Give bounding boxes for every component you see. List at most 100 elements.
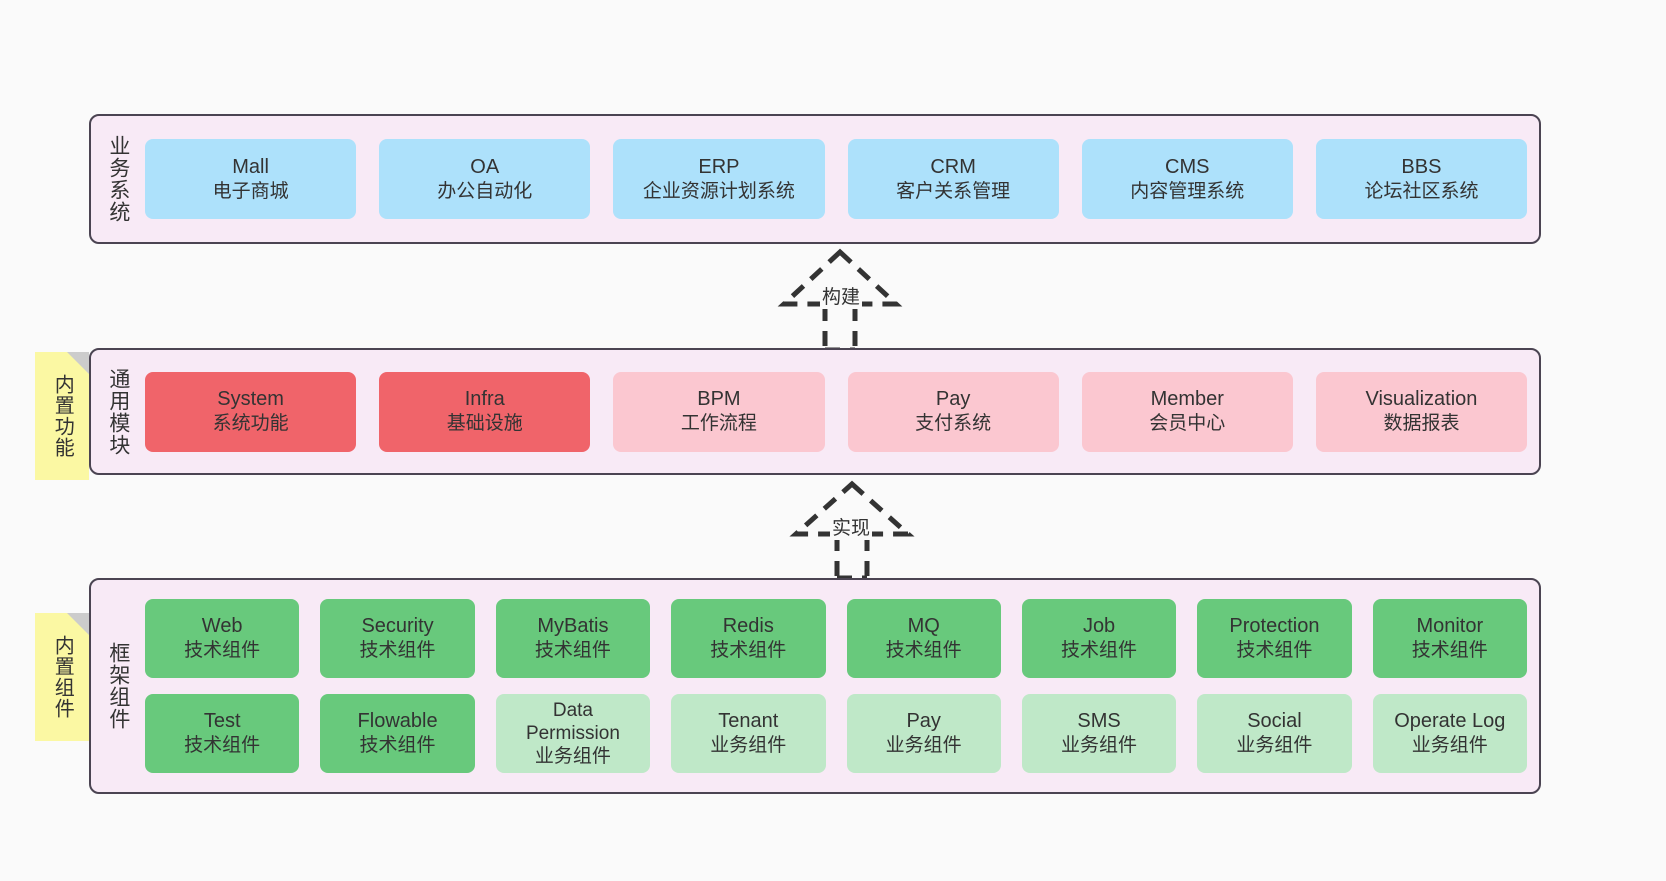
framework-component-card-desc: 技术组件 [1061, 640, 1138, 662]
note-built-in-features: 内置功能 [35, 352, 89, 480]
business-system-card-name: CMS [1165, 155, 1210, 178]
framework-component-card-desc: 技术组件 [1236, 640, 1313, 662]
framework-component-card-desc: 技术组件 [184, 640, 261, 662]
connector-implement-label: 实现 [830, 513, 873, 540]
connector-build: 构建 [760, 244, 920, 354]
framework-component-card-desc: 技术组件 [359, 640, 436, 662]
business-system-card-name: Mall [232, 155, 269, 178]
framework-component-card-desc: 业务组件 [1411, 735, 1488, 757]
business-system-card-desc: 企业资源计划系统 [642, 180, 795, 202]
framework-component-card-name: Job [1082, 615, 1116, 638]
note-fold-corner-icon [67, 352, 89, 374]
framework-component-card-name: Redis [722, 615, 774, 638]
common-module-card-name: Infra [464, 388, 505, 411]
dashed-stem-icon [822, 306, 858, 353]
framework-component-card-desc: 业务组件 [534, 746, 611, 768]
note-fold-corner-icon [67, 613, 89, 635]
layer-framework-components-title: 框架组件 [106, 642, 130, 730]
business-system-card-name: OA [470, 155, 500, 178]
framework-component-card-name: Operate Log [1394, 710, 1506, 733]
business-system-card-name: ERP [698, 155, 740, 178]
common-module-card-name: System [217, 388, 284, 411]
common-module-card-desc: 支付系统 [915, 413, 992, 435]
common-module-card-desc: 基础设施 [446, 413, 523, 435]
framework-component-card-name: MQ [907, 615, 940, 638]
business-system-card-desc: 内容管理系统 [1130, 180, 1245, 202]
common-module-card-name: BPM [697, 388, 741, 411]
business-system-card-desc: 客户关系管理 [896, 180, 1011, 202]
framework-component-card-name: Tenant [718, 710, 779, 733]
framework-component-card-desc: 技术组件 [184, 735, 261, 757]
framework-component-card-desc: 技术组件 [359, 735, 436, 757]
framework-component-card-name: Security [361, 615, 434, 638]
framework-component-card-name: Monitor [1416, 615, 1484, 638]
framework-component-card-desc: 技术组件 [710, 640, 787, 662]
note-built-in-components-label: 内置组件 [51, 635, 74, 719]
framework-component-card-name-cont: Permission [525, 722, 620, 744]
common-module-card-name: Pay [935, 388, 971, 411]
common-module-card-name: Visualization [1365, 388, 1478, 411]
connector-implement: 实现 [772, 478, 932, 582]
common-module-card-desc: 数据报表 [1383, 413, 1460, 435]
framework-component-card-desc: 业务组件 [710, 735, 787, 757]
framework-component-card-name: Data [552, 699, 593, 721]
connector-build-label: 构建 [820, 282, 863, 309]
common-module-card-name: Member [1150, 388, 1224, 411]
business-system-card-name: CRM [930, 155, 976, 178]
common-module-card-desc: 会员中心 [1149, 413, 1226, 435]
framework-component-card-name: Protection [1229, 615, 1320, 638]
framework-component-card-desc: 技术组件 [534, 640, 611, 662]
layer-common-modules-title: 通用模块 [106, 367, 130, 456]
business-system-card-desc: 论坛社区系统 [1364, 180, 1479, 202]
framework-component-card-name: Flowable [357, 710, 438, 733]
common-module-card-desc: 工作流程 [680, 413, 757, 435]
framework-component-card-name: MyBatis [537, 615, 609, 638]
framework-component-card-name: Web [201, 615, 243, 638]
framework-component-card-desc: 业务组件 [885, 735, 962, 757]
framework-component-card-desc: 技术组件 [885, 640, 962, 662]
note-built-in-components: 内置组件 [35, 613, 89, 741]
note-built-in-features-label: 内置功能 [51, 374, 74, 458]
framework-component-card-name: Pay [906, 710, 941, 733]
business-system-card-desc: 电子商城 [212, 180, 289, 202]
framework-component-card-desc: 业务组件 [1236, 735, 1313, 757]
common-module-card-desc: 系统功能 [212, 413, 289, 435]
framework-component-card-name: SMS [1077, 710, 1121, 733]
